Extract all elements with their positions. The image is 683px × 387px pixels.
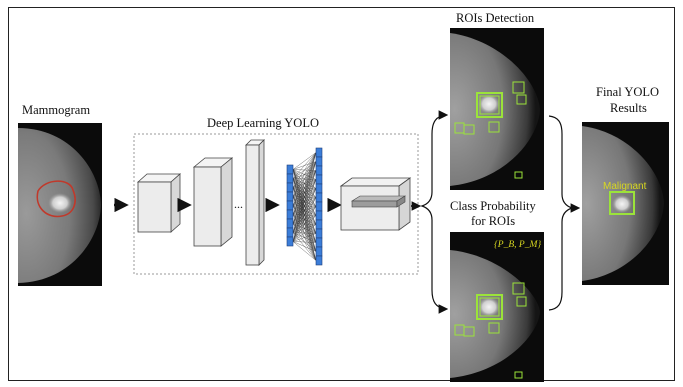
neuron-2-4 (315, 183, 323, 194)
neuron-1-6 (286, 218, 294, 229)
neuron-1-3 (286, 191, 294, 202)
neuron-2-8 (315, 219, 323, 230)
neuron-2-2 (315, 165, 323, 176)
mammogram-image (18, 123, 102, 286)
final-results-label-line1: Final YOLO (596, 85, 660, 99)
neuron-1-8 (286, 236, 294, 247)
malignant-roi-box (609, 191, 635, 215)
curly-brace-icon (548, 115, 574, 311)
neuron-1-1 (286, 173, 294, 184)
neuron-1-0 (286, 164, 294, 175)
yolo-network-label: Deep Learning YOLO (207, 116, 319, 130)
neuron-2-11 (315, 246, 323, 257)
neuron-2-7 (315, 210, 323, 221)
output-tensor (339, 177, 412, 231)
neuron-2-10 (315, 237, 323, 248)
neuron-2-1 (315, 156, 323, 167)
mammogram-label: Mammogram (22, 103, 91, 117)
conv-block-1 (136, 173, 182, 233)
final-result-image: Malignant (582, 122, 669, 285)
neuron-1-7 (286, 227, 294, 238)
curly-brace-icon (420, 114, 447, 310)
layers-ellipsis: ... (234, 197, 243, 211)
neuron-2-3 (315, 174, 323, 185)
class-probability-label-line2: for ROIs (471, 214, 516, 228)
neuron-2-6 (315, 201, 323, 212)
neuron-1-5 (286, 209, 294, 220)
class-probability-label-line1: Class Probability (450, 199, 536, 213)
neuron-1-4 (286, 200, 294, 211)
class-probability-formula: {P_B, P_M} (494, 240, 541, 250)
neuron-2-0 (315, 147, 323, 158)
neuron-1-2 (286, 182, 294, 193)
roi-detection-label: ROIs Detection (456, 11, 535, 25)
malignant-tag: Malignant (603, 181, 647, 192)
tumor-outline (36, 180, 76, 218)
class-probability-image: {P_B, P_M} (450, 232, 544, 382)
conv-block-2 (192, 157, 234, 247)
conv-block-3 (245, 139, 265, 266)
neuron-2-12 (315, 255, 323, 266)
roi-detection-image (450, 28, 544, 190)
neuron-2-9 (315, 228, 323, 239)
neuron-2-5 (315, 192, 323, 203)
final-results-label-line2: Results (610, 101, 647, 115)
figure-frame (8, 7, 675, 381)
fully-connected-layers (286, 147, 323, 266)
